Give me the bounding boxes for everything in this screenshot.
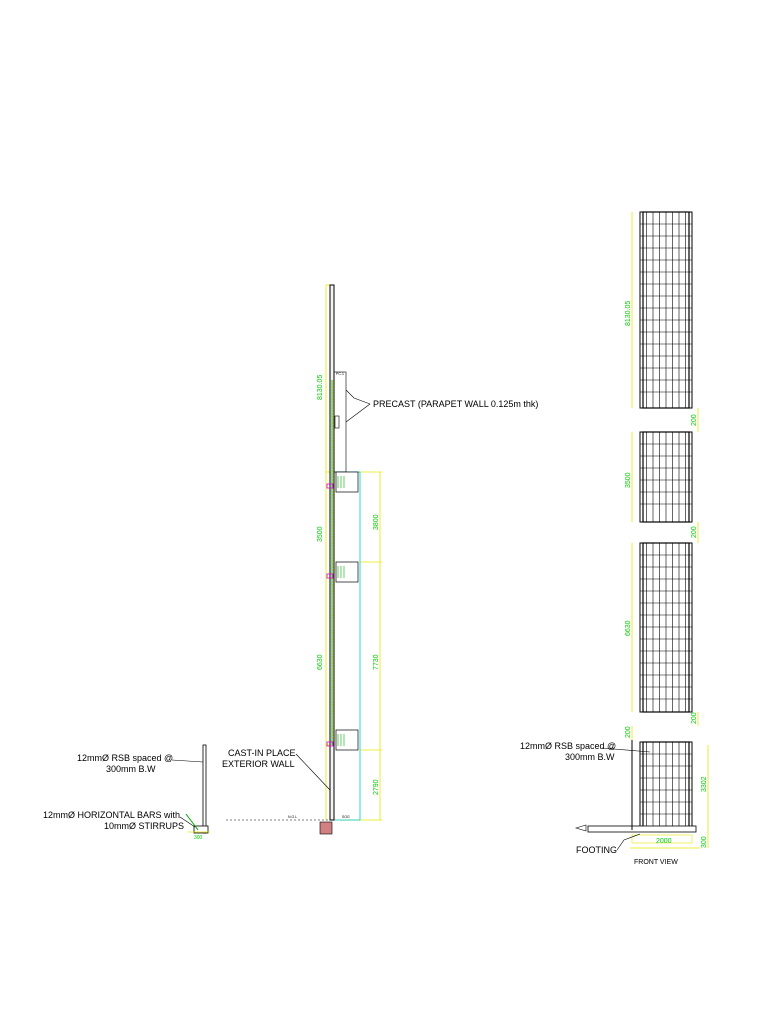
front-dim-200-1: 200 [691,414,698,426]
front-view: 8130.05 200 3500 200 6630 200 200 3302 2… [520,211,709,866]
detail-dim: 300 [194,835,203,841]
footing-leader [616,833,641,851]
detail-base [193,825,209,834]
dim-3500: 3500 [317,526,324,542]
horizontal-label-1: 12mmØ HORIZONTAL BARS with [43,810,180,820]
detail-wall [202,744,207,834]
cast-in-place-label-1: CAST-IN PLACE [228,748,296,758]
footing-dim-box [631,834,693,844]
beam-1 [335,471,359,493]
footing-arrow [574,824,587,832]
precast-leader-2 [345,403,371,423]
precast-label: PRECAST (PARAPET WALL 0.125m thk) [373,399,538,409]
front-dim-200-2: 200 [691,526,698,538]
dim-2790: 2790 [373,779,380,795]
rsb-left-label-2: 300mm B.W [106,764,156,774]
precast-leader [345,389,371,405]
detail-rebar [185,813,199,831]
cast-leader [295,753,331,791]
front-dim-8130: 8130.05 [625,301,632,326]
front-dim-6630: 6630 [625,620,632,636]
left-detail: 300 12mmØ RSB spaced @ 300mm B.W 12mmØ H… [43,744,210,841]
slab-tag: SOG [342,815,350,819]
section-footing [319,821,333,835]
front-footing [587,825,697,833]
connector-3 [326,741,334,747]
parapet-tag: PC-1 [336,372,344,376]
rsb-right-label-2: 300mm B.W [565,752,615,762]
panel-2 [639,431,693,523]
dim-8130: 8130.05 [317,375,324,400]
rsb-right-leader [601,747,651,753]
panel-1 [639,211,693,409]
rsb-left-label-1: 12mmØ RSB spaced @ [77,753,173,763]
panel-3 [639,542,693,713]
section-view: PC-1 N.G.L SOG 8130.05 3500 6630 3800 77… [222,284,538,835]
dim-6630: 6630 [317,654,324,670]
front-dim-3500: 3500 [625,472,632,488]
dim-3800: 3800 [373,514,380,530]
parapet-connector [334,415,340,429]
rsb-right-label-1: 12mmØ RSB spaced @ [520,741,616,751]
horizontal-leader [179,816,196,828]
parapet-outline [333,371,347,473]
beam-bars [337,476,345,746]
front-dim-300: 300 [701,836,708,848]
connector-1 [326,483,334,489]
cyan-column [333,471,361,821]
panel-4 [639,741,693,831]
dim-7730: 7730 [373,654,380,670]
connector-2 [326,573,334,579]
rsb-left-leader [171,759,204,763]
ground-tag: N.G.L [288,815,297,819]
front-dim-2000: 2000 [656,838,672,845]
beam-2 [335,561,359,583]
horizontal-label-2: 10mmØ STIRRUPS [104,821,184,831]
beam-3 [335,729,359,751]
front-dim-200-4: 200 [625,726,632,738]
front-dim-200-3: 200 [691,712,698,724]
footing-label: FOOTING [576,845,617,855]
cast-in-place-label-2: EXTERIOR WALL [222,759,295,769]
front-view-caption: FRONT VIEW [634,859,678,866]
front-dim-3302: 3302 [701,776,708,792]
